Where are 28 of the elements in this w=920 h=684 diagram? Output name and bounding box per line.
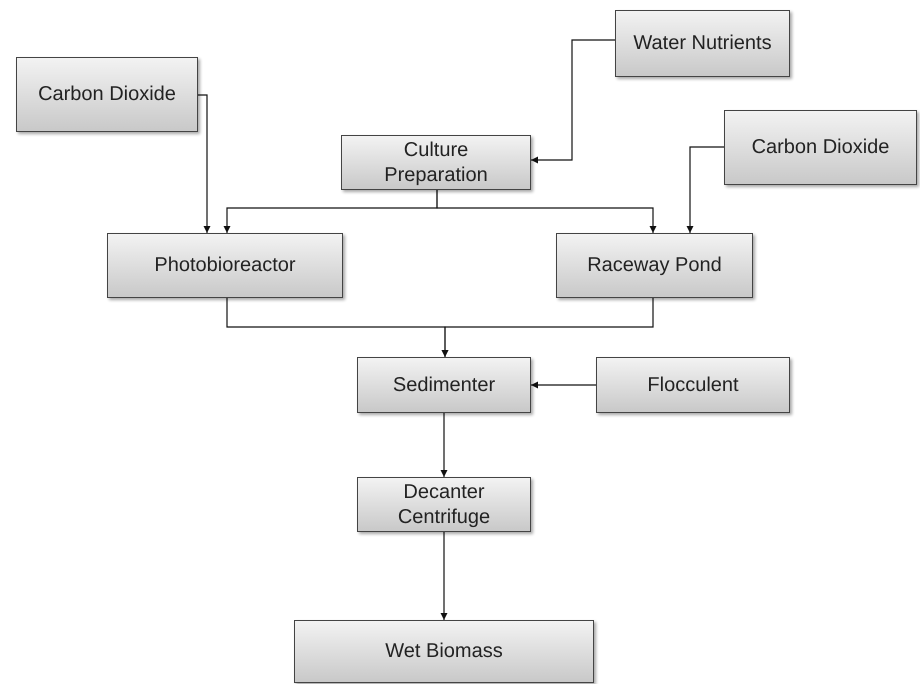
- arrow: [442, 298, 654, 357]
- arrow: [440, 532, 448, 620]
- box-label: Wet Biomass: [385, 639, 503, 664]
- process-box: [107, 233, 343, 298]
- process-box: [357, 477, 531, 532]
- process-box: [556, 233, 753, 298]
- box-label: Water Nutrients: [633, 31, 772, 56]
- process-box: [724, 110, 917, 185]
- arrow: [686, 146, 724, 233]
- box-label: Carbon Dioxide: [752, 135, 890, 160]
- process-box: [294, 620, 594, 683]
- box-label: Photobioreactor: [154, 253, 296, 278]
- arrow: [440, 413, 448, 477]
- process-box: [615, 10, 790, 77]
- box-label: Carbon Dioxide: [38, 82, 176, 107]
- arrow: [198, 94, 210, 233]
- box-label: Culture Preparation: [383, 138, 489, 188]
- process-box: [341, 135, 531, 190]
- process-box: [16, 57, 198, 132]
- arrow: [531, 39, 615, 164]
- process-box: [357, 357, 531, 413]
- process-box: [596, 357, 790, 413]
- arrow: [436, 190, 656, 233]
- box-label: Sedimenter: [392, 372, 496, 398]
- box-label: Raceway Pond: [587, 253, 722, 278]
- arrow: [531, 382, 596, 388]
- box-label: Flocculent: [647, 372, 739, 398]
- box-label: Decanter Centrifuge: [396, 480, 492, 530]
